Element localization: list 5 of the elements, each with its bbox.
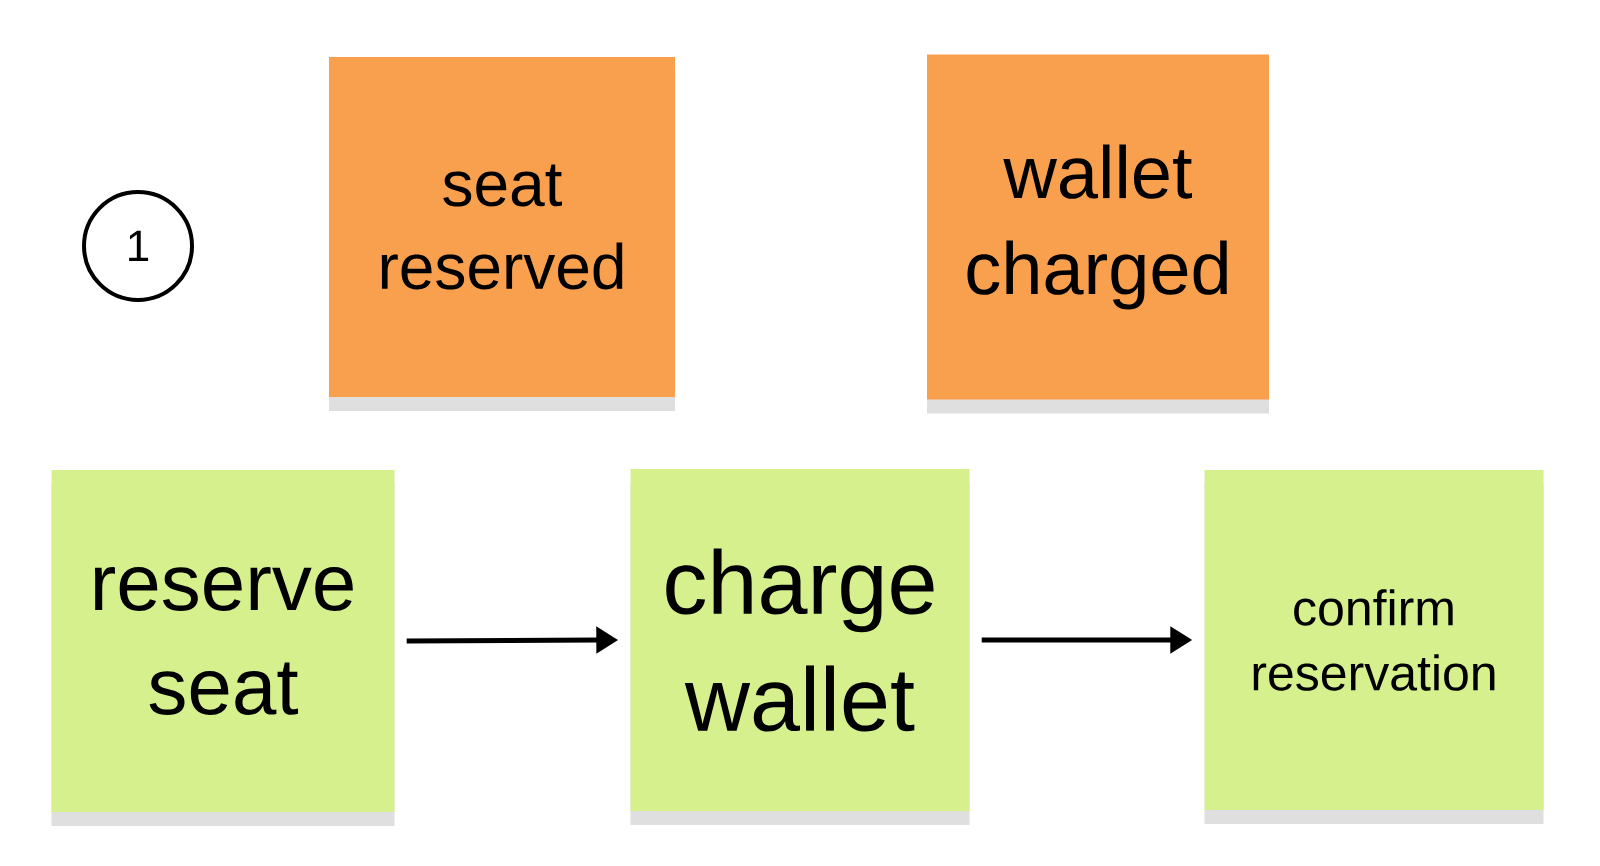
command-sticky-note: reserve seat (51, 470, 395, 826)
event-sticky-note: seat reserved (329, 57, 675, 411)
command-sticky-note: charge wallet (630, 469, 970, 825)
command-sticky-note: confirm reservation (1204, 470, 1544, 824)
event-sticky-note: wallet charged (927, 54, 1269, 414)
